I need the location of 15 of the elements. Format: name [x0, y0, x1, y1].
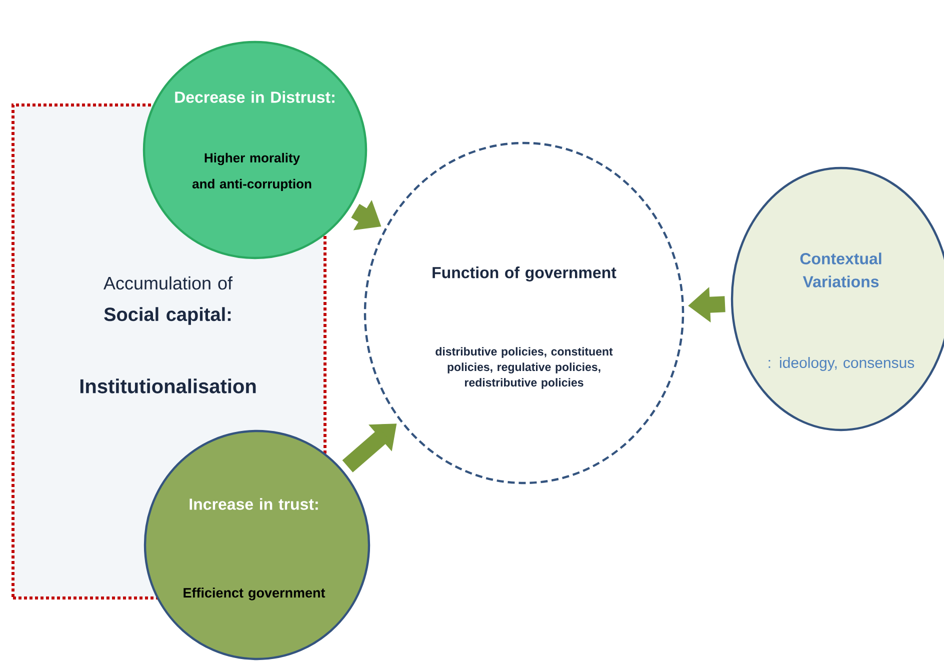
heading-text: Function of government: [432, 266, 616, 282]
heading-text: Social capital:: [104, 307, 231, 325]
body-text: : ideology, consensus: [768, 357, 914, 371]
heading-text: Increase in trust:: [190, 498, 318, 510]
caption-text: Accumulation of: [104, 276, 233, 290]
body-text: distributive policies, constituent policies, regulative policies, redistributive policies: [436, 347, 613, 389]
circle: [142, 40, 368, 260]
dashed-circle: [364, 142, 684, 484]
heading-text: Institutionalisation: [80, 378, 256, 394]
circle: [144, 430, 370, 660]
heading-text: Decrease in Distrust:: [175, 91, 334, 103]
circle: [730, 166, 944, 432]
body-text: Efficienct government: [184, 588, 326, 600]
heading-text: Contextual Variations: [800, 252, 882, 288]
body-text: Higher morality and anti-corruption: [192, 152, 312, 192]
